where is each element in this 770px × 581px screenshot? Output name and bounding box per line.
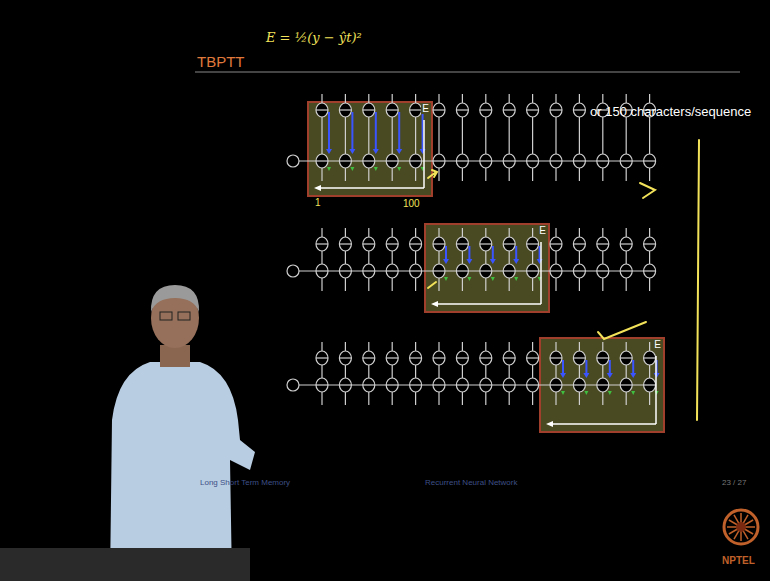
handwritten-index: 1 (315, 197, 321, 208)
title-rule (195, 72, 740, 73)
error-label: E (421, 103, 430, 114)
truncation-window-box: E (308, 102, 432, 196)
truncation-window (540, 338, 664, 432)
slide-note: or 150 characters/sequence (590, 104, 751, 119)
footer-text: Recurrent Neural Network (425, 478, 517, 487)
logo-text: NPTEL (722, 555, 755, 566)
page-number: 23 / 27 (722, 478, 746, 487)
truncation-window-box: E (425, 224, 549, 312)
error-label: E (653, 339, 662, 350)
handwritten-formula: E = ½(y − ŷt)² (266, 30, 362, 45)
error-label: E (538, 225, 547, 236)
unrolled-rnn (287, 228, 656, 307)
nptel-logo (724, 510, 758, 544)
truncation-window (425, 224, 549, 312)
footer-text: Long Short Term Memory (200, 478, 290, 487)
unrolled-rnn (287, 342, 660, 427)
slide-title: TBPTT (197, 53, 245, 70)
handwritten-marks (428, 140, 699, 420)
handwritten-index: 100 (403, 198, 420, 209)
presenter-figure (0, 285, 255, 581)
truncation-window (308, 102, 432, 196)
truncation-window-box: E (540, 338, 664, 432)
